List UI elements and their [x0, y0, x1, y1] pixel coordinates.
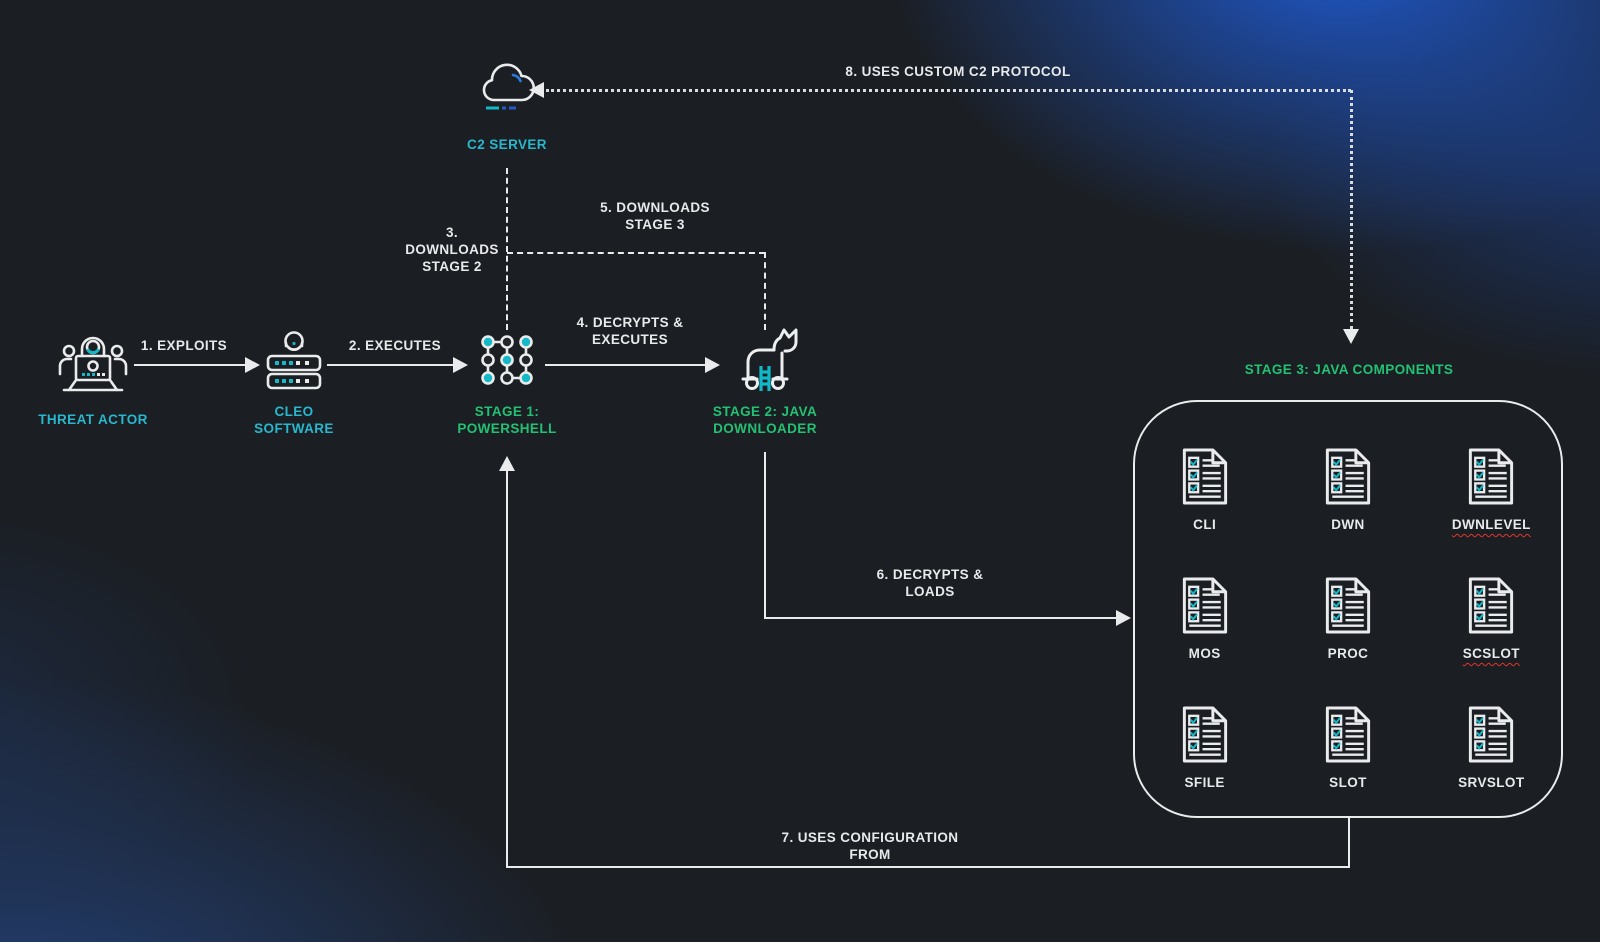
edge-exploits-line [134, 364, 246, 366]
cleo-software-label: CLEO SOFTWARE [254, 404, 334, 436]
edge-downloads-stage3-vline [764, 252, 766, 330]
edge-downloads-stage2-line [506, 168, 508, 330]
edge-uses-configuration-arrowhead [499, 456, 515, 471]
checklist-file-icon [1180, 577, 1230, 634]
component-label: SFILE [1184, 775, 1225, 790]
edge-custom-c2-protocol-arrowhead-down [1343, 329, 1359, 344]
edge-decrypts-loads-vline [764, 452, 766, 618]
c2-server-label: C2 SERVER [467, 137, 547, 152]
stage3-component: SRVSLOT [1458, 706, 1524, 835]
stage3-title: STAGE 3: JAVA COMPONENTS [1244, 362, 1454, 377]
component-label: DWNLEVEL [1451, 517, 1531, 532]
edge-downloads-stage2-label: 3. DOWNLOADS STAGE 2 [405, 225, 499, 274]
edge-custom-c2-protocol-hline [546, 89, 1351, 92]
stage2-trojan-horse-icon [741, 328, 798, 391]
edge-decrypts-executes-line [545, 364, 707, 366]
edge-custom-c2-protocol-label: 8. USES CUSTOM C2 PROTOCOL [845, 64, 1071, 79]
edge-exploits-arrowhead [245, 357, 260, 373]
stage3-components-grid: CLI DWN DWNLEVEL MOS PROC SCSLOT SFILE [1133, 400, 1563, 818]
edge-uses-configuration-hline [506, 866, 1350, 868]
stage1-powershell-icon [481, 335, 533, 385]
checklist-file-icon [1180, 706, 1230, 763]
edge-downloads-stage3-hline [507, 252, 765, 254]
component-label: MOS [1188, 646, 1221, 661]
component-label: CLI [1193, 517, 1217, 532]
component-label: DWN [1331, 517, 1365, 532]
stage3-box [1133, 400, 1563, 818]
stage1-powershell-label: STAGE 1: POWERSHELL [457, 404, 557, 436]
edge-executes-line [327, 364, 455, 366]
checklist-file-icon [1323, 448, 1373, 505]
stage3-component: DWNLEVEL [1452, 448, 1531, 577]
edge-decrypts-loads-arrowhead [1116, 610, 1131, 626]
checklist-file-icon [1180, 448, 1230, 505]
stage3-component: SLOT [1323, 706, 1373, 835]
edge-exploits-label: 1. EXPLOITS [140, 338, 228, 353]
stage2-java-downloader-label: STAGE 2: JAVA DOWNLOADER [712, 404, 818, 436]
edge-uses-configuration-vline-right [1348, 818, 1350, 867]
checklist-file-icon [1466, 577, 1516, 634]
stage3-component: SFILE [1180, 706, 1230, 835]
edge-downloads-stage3-label: 5. DOWNLOADS STAGE 3 [600, 200, 710, 232]
edge-decrypts-executes-arrowhead [705, 357, 720, 373]
checklist-file-icon [1323, 577, 1373, 634]
component-label: SCSLOT [1462, 646, 1520, 661]
edge-decrypts-executes-label: 4. DECRYPTS & EXECUTES [576, 315, 684, 347]
edge-decrypts-loads-label: 6. DECRYPTS & LOADS [876, 567, 984, 599]
checklist-file-icon [1323, 706, 1373, 763]
threat-actor-icon [58, 336, 128, 392]
stage3-component: CLI [1180, 448, 1230, 577]
edge-custom-c2-protocol-arrowhead-left [529, 82, 544, 98]
edge-uses-configuration-vline-left [506, 470, 508, 866]
edge-executes-label: 2. EXECUTES [348, 338, 442, 353]
edge-custom-c2-protocol-vline [1350, 90, 1353, 329]
stage3-component: DWN [1323, 448, 1373, 577]
edge-decrypts-loads-hline [764, 617, 1118, 619]
stage3-component: PROC [1323, 577, 1373, 706]
cleo-software-icon [266, 331, 322, 390]
edge-executes-arrowhead [453, 357, 468, 373]
stage3-component: SCSLOT [1463, 577, 1520, 706]
edge-uses-configuration-label: 7. USES CONFIGURATION FROM [781, 830, 959, 862]
threat-actor-label: THREAT ACTOR [38, 412, 148, 427]
component-label: SLOT [1329, 775, 1367, 790]
stage3-component: MOS [1180, 577, 1230, 706]
checklist-file-icon [1466, 706, 1516, 763]
component-label: SRVSLOT [1458, 775, 1525, 790]
component-label: PROC [1327, 646, 1369, 661]
checklist-file-icon [1466, 448, 1516, 505]
